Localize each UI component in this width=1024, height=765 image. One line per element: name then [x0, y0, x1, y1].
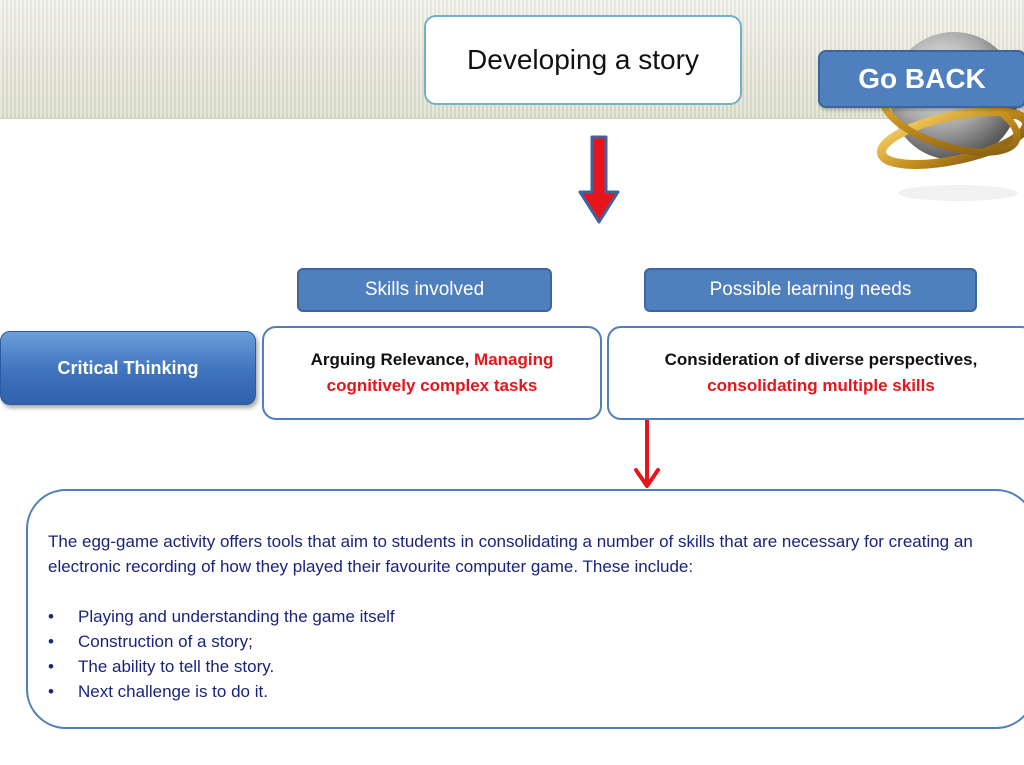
down-arrow-icon — [578, 135, 620, 224]
list-item-text: Next challenge is to do it. — [78, 682, 268, 701]
list-item: • Construction of a story; — [48, 629, 1012, 654]
go-back-button[interactable]: Go BACK — [818, 50, 1024, 108]
small-down-arrow-icon — [634, 420, 660, 488]
skills-box: Arguing Relevance, Managing cognitively … — [262, 326, 602, 420]
skills-text-black: Arguing Relevance, — [310, 350, 475, 369]
skills-text-red: Managing cognitively complex tasks — [326, 350, 554, 395]
skills-text: Arguing Relevance, Managing cognitively … — [274, 347, 590, 399]
list-item-text: Construction of a story; — [78, 632, 253, 651]
globe-logo-icon — [876, 32, 1024, 201]
description-list: • Playing and understanding the game itse… — [48, 604, 1012, 704]
list-item: • Playing and understanding the game itse… — [48, 604, 1012, 629]
needs-text-red: consolidating multiple skills — [707, 376, 935, 395]
list-item: • Next challenge is to do it. — [48, 679, 1012, 704]
needs-text: Consideration of diverse perspectives, c… — [619, 347, 1023, 399]
description-paragraph: The egg-game activity offers tools that … — [48, 532, 973, 576]
list-item-text: The ability to tell the story. — [78, 657, 275, 676]
bullet-icon: • — [48, 682, 54, 701]
page-title: Developing a story — [424, 15, 742, 105]
list-item: • The ability to tell the story. — [48, 654, 1012, 679]
bullet-icon: • — [48, 657, 54, 676]
learning-needs-header: Possible learning needs — [644, 268, 977, 312]
bullet-icon: • — [48, 632, 54, 651]
bullet-icon: • — [48, 607, 54, 626]
description-box: The egg-game activity offers tools that … — [26, 489, 1024, 729]
list-item-text: Playing and understanding the game itsel… — [78, 607, 395, 626]
needs-text-black: Consideration of diverse perspectives, — [664, 350, 978, 369]
skills-involved-header: Skills involved — [297, 268, 552, 312]
needs-box: Consideration of diverse perspectives, c… — [607, 326, 1024, 420]
critical-thinking-label: Critical Thinking — [0, 331, 256, 405]
